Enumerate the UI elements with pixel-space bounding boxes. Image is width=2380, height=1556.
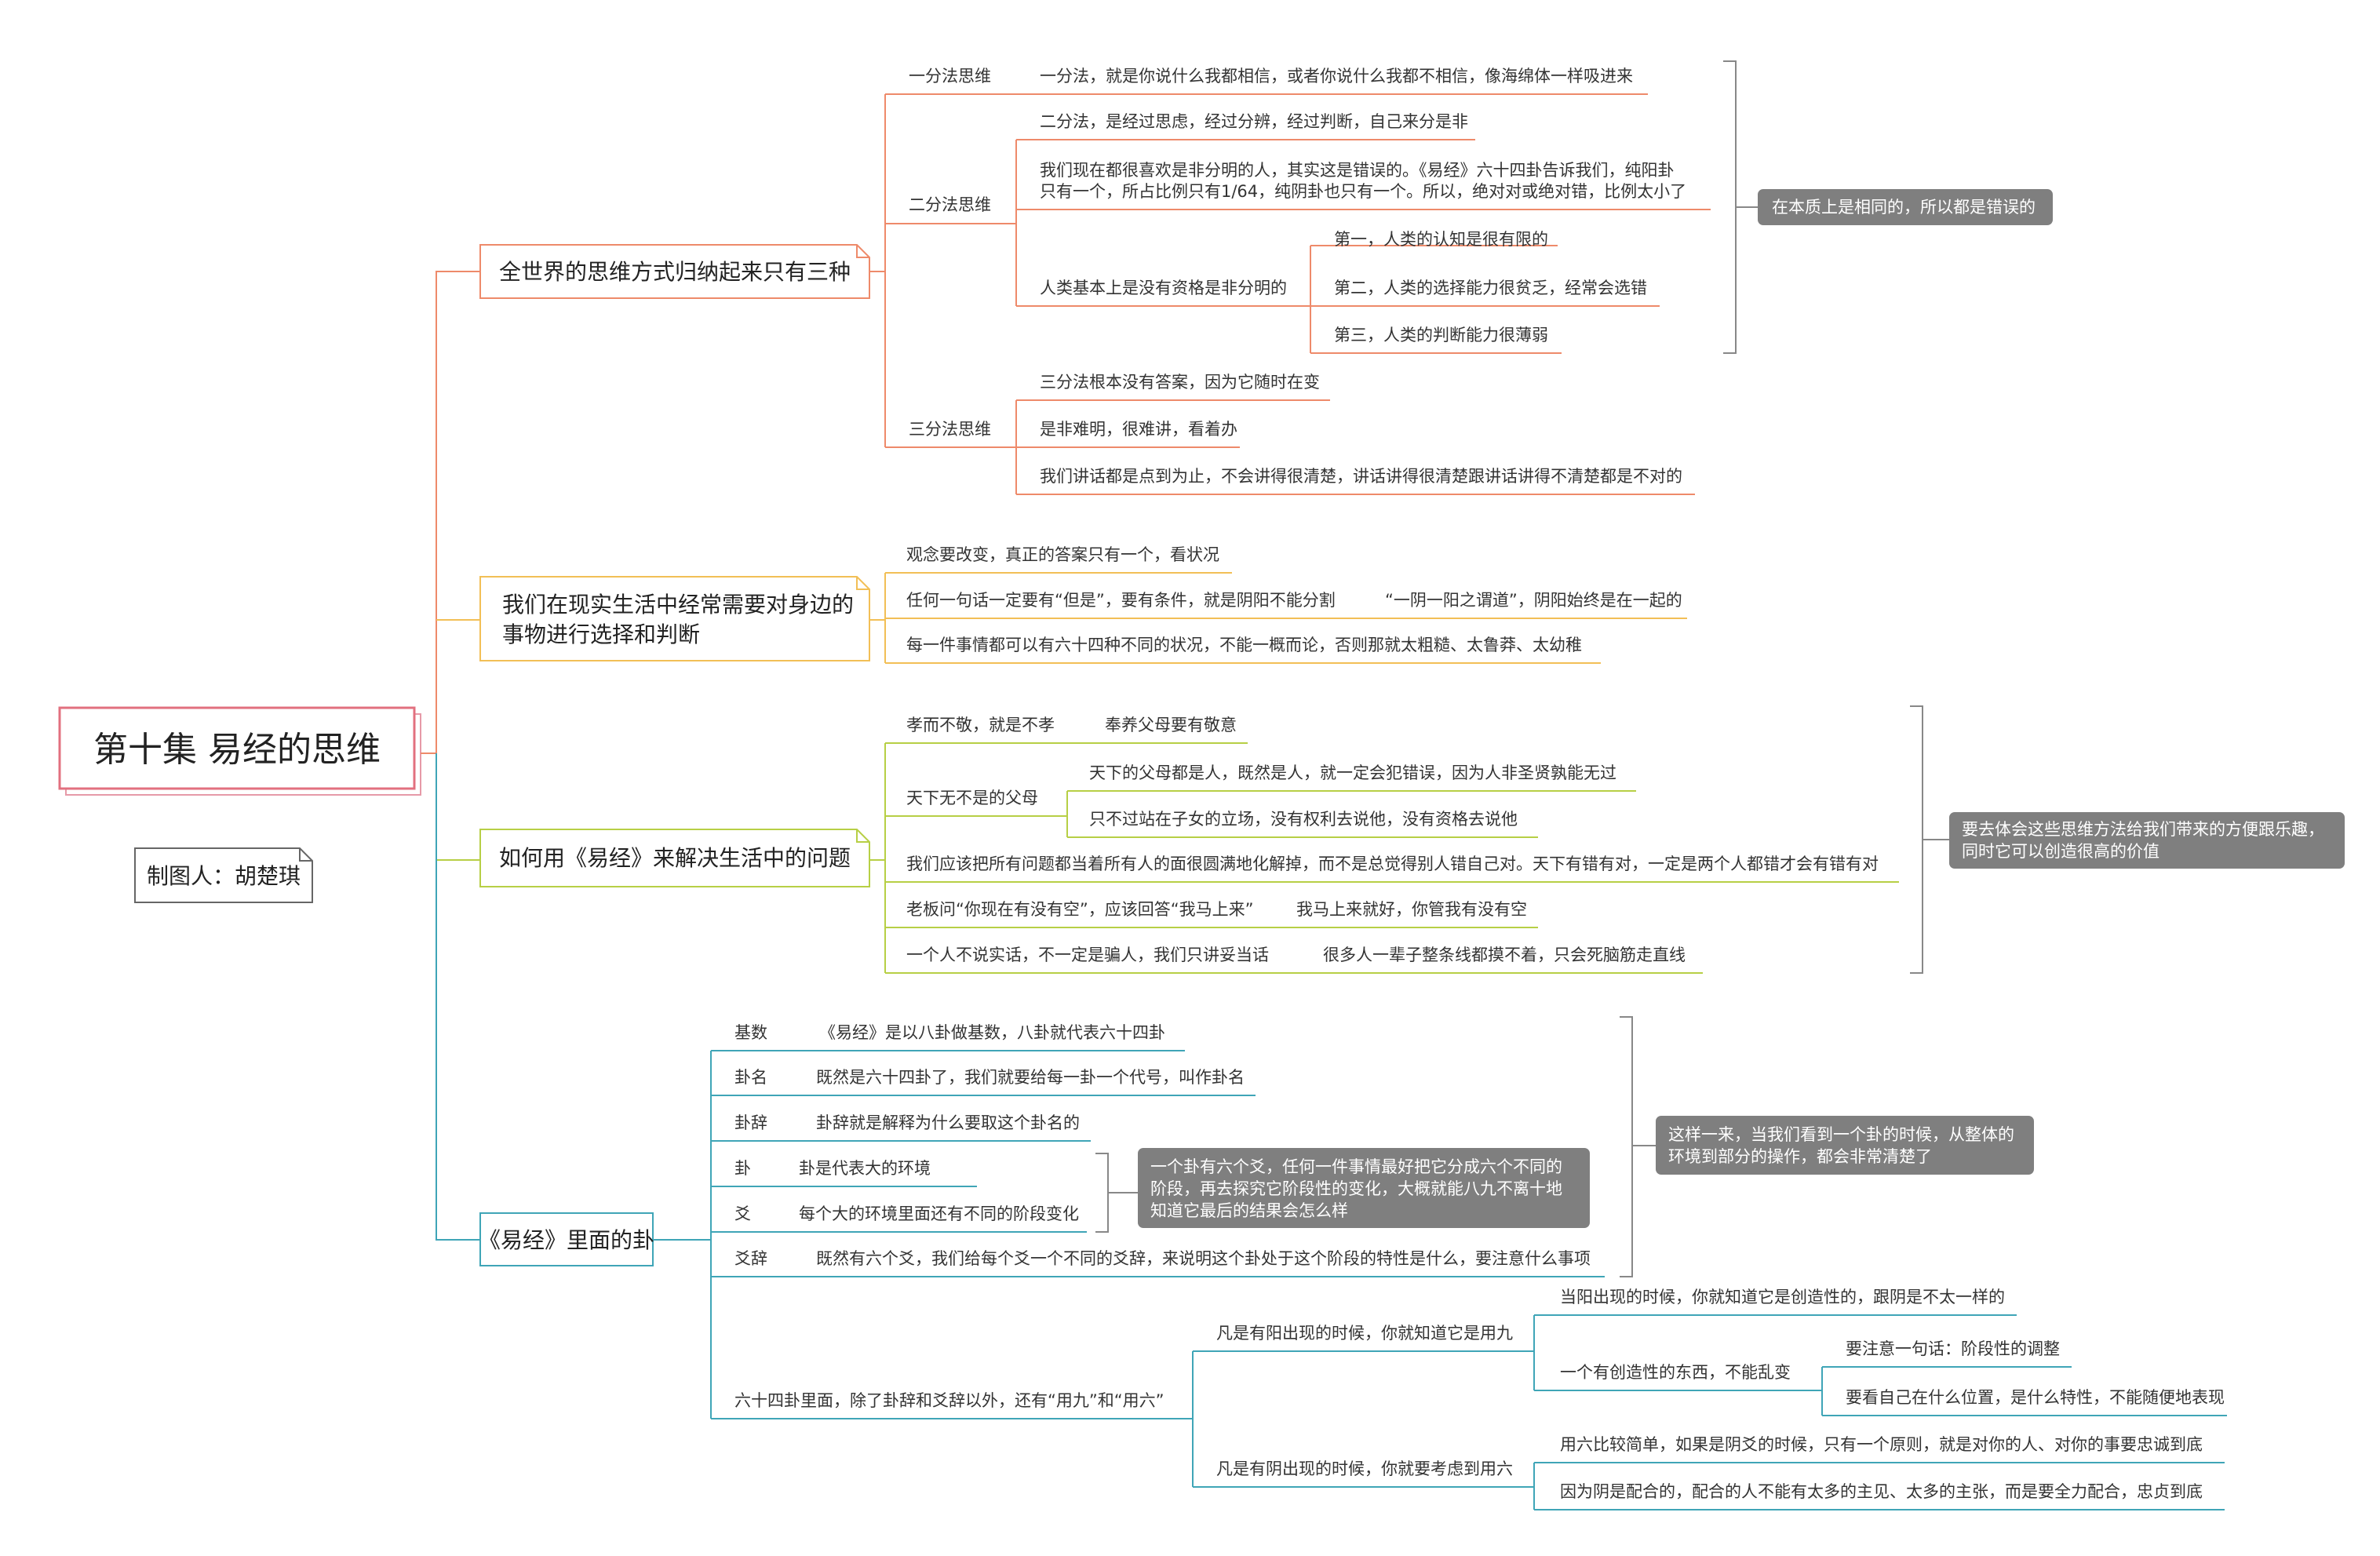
branch-2-item-2: 任何一句话一定要有“但是”，要有条件，就是阴阳不能分割: [906, 591, 1336, 610]
yongjiu-label: 六十四卦里面，除了卦辞和爻辞以外，还有“用九”和“用六”: [734, 1391, 1164, 1410]
gua-item-5-key: 爻: [734, 1204, 751, 1223]
two-method-desc1: 二分法，是经过思虑，经过分辨，经过判断，自己来分是非: [1040, 112, 1468, 131]
three-method-item-3: 我们讲话都是点到为止，不会讲得很清楚，讲话讲得很清楚跟讲话讲得不清楚都是不对的: [1040, 467, 1682, 486]
branch-1-summary: 在本质上是相同的，所以都是错误的: [1758, 189, 2053, 225]
three-method-label: 三分法思维: [909, 420, 991, 439]
author-node: 制图人：胡楚琪: [134, 847, 313, 903]
one-method-label: 一分法思维: [909, 67, 991, 86]
one-method-desc: 一分法，就是你说什么我都相信，或者你说什么我都不相信，像海绵体一样吸进来: [1040, 67, 1633, 86]
branch-2-sub: “一阴一阳之谓道”，阴阳始终是在一起的: [1385, 591, 1682, 610]
branch-1-label: 全世界的思维方式归纳起来只有三种: [499, 259, 851, 285]
yin-label: 凡是有阴出现的时候，你就要考虑到用六: [1216, 1459, 1513, 1478]
yao-summary-bracket: [1095, 1153, 1138, 1233]
branch-1-spine: [869, 94, 886, 447]
yang-child-1: 当阳出现的时候，你就知道它是创造性的，跟阴是不太一样的: [1560, 1288, 2005, 1306]
branch-3-item-connectors: [885, 742, 1899, 974]
boss-label: 老板问“你现在有没有空”，应该回答“我马上来”: [906, 900, 1254, 919]
two-method-point-1: 第一，人类的认知是很有限的: [1334, 230, 1548, 249]
branch-4-summary-bracket: [1620, 1016, 1656, 1277]
gua-item-3-key: 卦辞: [734, 1113, 767, 1132]
branch-2-item-1: 观念要改变，真正的答案只有一个，看状况: [906, 545, 1219, 564]
yang-child-2a: 要注意一句话：阶段性的调整: [1846, 1339, 2060, 1358]
gua-item-1-value: 《易经》是以八卦做基数，八卦就代表六十四卦: [819, 1023, 1165, 1042]
filial-child: 奉养父母要有敬意: [1105, 716, 1237, 734]
branch-2-node[interactable]: 我们在现实生活中经常需要对身边的 事物进行选择和判断: [479, 576, 870, 661]
three-method: 三分法思维 三分法根本没有答案，因为它随时在变 是非难明，很难讲，看着办 我们讲…: [909, 373, 1695, 495]
parents-child-2: 只不过站在子女的立场，没有权利去说他，没有资格去说他: [1089, 810, 1518, 829]
branch-3-spine: [869, 743, 886, 973]
branch-3-label: 如何用《易经》来解决生活中的问题: [499, 845, 851, 871]
two-method-point-3: 第三，人类的判断能力很薄弱: [1334, 326, 1548, 344]
yang-label: 凡是有阳出现的时候，你就知道它是用九: [1216, 1324, 1513, 1343]
branch-4-summary: 这样一来，当我们看到一个卦的时候，从整体的 环境到部分的操作，都会非常清楚了: [1656, 1116, 2034, 1175]
branch-4-label: 《易经》里面的卦: [479, 1227, 654, 1253]
gua-item-1-key: 基数: [734, 1023, 767, 1042]
two-method-label: 二分法思维: [909, 195, 991, 214]
gua-item-4-key: 卦: [734, 1159, 751, 1178]
gua-item-6-value: 既然有六个爻，我们给每个爻一个不同的爻辞，来说明这个卦处于这个阶段的特性是什么，…: [816, 1249, 1591, 1268]
gua-item-4-value: 卦是代表大的环境: [799, 1159, 931, 1178]
yongjiu-connectors: [1192, 1350, 1534, 1488]
branch-1-node[interactable]: 全世界的思维方式归纳起来只有三种: [479, 244, 870, 299]
branch-3-summary-line1: 要去体会这些思维方法给我们带来的方便跟乐趣，: [1962, 820, 2324, 839]
branch-2-item-connectors: [885, 572, 1687, 664]
gua-item-5-value: 每个大的环境里面还有不同的阶段变化: [799, 1204, 1079, 1223]
two-method-human: 人类基本上是没有资格是非分明的: [1040, 279, 1287, 297]
three-method-item-2: 是非难明，很难讲，看着办: [1040, 420, 1237, 439]
lie-label: 一个人不说实话，不一定是骗人，我们只讲妥当话: [906, 946, 1269, 964]
solve-text: 我们应该把所有问题都当着所有人的面很圆满地化解掉，而不是总觉得别人错自己对。天下…: [906, 855, 1879, 873]
branch-4-node[interactable]: 《易经》里面的卦: [479, 1212, 654, 1266]
one-method: 一分法思维 一分法，就是你说什么我都相信，或者你说什么我都不相信，像海绵体一样吸…: [909, 67, 1648, 95]
two-method-point-2: 第二，人类的选择能力很贫乏，经常会选错: [1334, 279, 1647, 297]
filial-label: 孝而不敬，就是不孝: [906, 716, 1055, 734]
branch-2-label-line1: 我们在现实生活中经常需要对身边的: [502, 592, 854, 618]
root-title: 第十集 易经的思维: [93, 730, 381, 770]
branch-3-summary-bracket: [1910, 705, 1949, 974]
branch-3-summary: 要去体会这些思维方法给我们带来的方便跟乐趣， 同时它可以创造很高的价值: [1949, 812, 2345, 869]
lie-child: 很多人一辈子整条线都摸不着，只会死脑筋走直线: [1323, 946, 1686, 964]
yang-child-2: 一个有创造性的东西，不能乱变: [1560, 1363, 1791, 1382]
parents-label: 天下无不是的父母: [906, 789, 1038, 807]
yao-summary-line2: 阶段，再去探究它阶段性的变化，大概就能八九不离十地: [1150, 1179, 1562, 1198]
gua-item-2-value: 既然是六十四卦了，我们就要给每一卦一个代号，叫作卦名: [816, 1068, 1245, 1087]
branch-1-summary-bracket: [1723, 60, 1758, 354]
branch-2-label-line2: 事物进行选择和判断: [502, 621, 700, 647]
yao-summary-line1: 一个卦有六个爻，任何一件事情最好把它分成六个不同的: [1150, 1157, 1562, 1176]
branch-1-summary-text: 在本质上是相同的，所以都是错误的: [1772, 198, 2036, 217]
yao-summary-line3: 知道它最后的结果会怎么样: [1150, 1201, 1348, 1220]
connector-root-b1: [421, 271, 480, 754]
branch-4-summary-line2: 环境到部分的操作，都会非常清楚了: [1668, 1147, 1932, 1166]
yao-summary: 一个卦有六个爻，任何一件事情最好把它分成六个不同的 阶段，再去探究它阶段性的变化…: [1138, 1148, 1590, 1228]
gua-item-3-value: 卦辞就是解释为什么要取这个卦名的: [816, 1113, 1080, 1132]
author-label: 制图人：胡楚琪: [147, 863, 301, 889]
branch-3-summary-line2: 同时它可以创造很高的价值: [1962, 842, 2159, 861]
branch-4-item-connectors: [711, 1050, 1605, 1419]
branch-2-item-3: 每一件事情都可以有六十四种不同的状况，不能一概而论，否则那就太粗糙、太鲁莽、太幼…: [906, 636, 1582, 654]
gua-item-2-key: 卦名: [734, 1068, 767, 1087]
two-method-desc2b: 只有一个，所占比例只有1/64，纯阴卦也只有一个。所以，绝对对或绝对错，比例太小…: [1040, 182, 1686, 201]
boss-child: 我马上来就好，你管我有没有空: [1296, 900, 1527, 919]
three-method-item-1: 三分法根本没有答案，因为它随时在变: [1040, 373, 1320, 392]
yang-child-2b: 要看自己在什么位置，是什么特性，不能随便地表现: [1846, 1388, 2225, 1407]
connector-root-b4: [436, 753, 480, 1241]
yin-child-2: 因为阴是配合的，配合的人不能有太多的主见、太多的主张，而是要全力配合，忠贞到底: [1560, 1482, 2203, 1501]
branch-4-spine: [653, 1051, 712, 1419]
branch-3-node[interactable]: 如何用《易经》来解决生活中的问题: [479, 829, 870, 887]
root-node[interactable]: 第十集 易经的思维: [58, 706, 421, 796]
parents-child-1: 天下的父母都是人，既然是人，就一定会犯错误，因为人非圣贤孰能无过: [1089, 763, 1616, 782]
branch-4-summary-line1: 这样一来，当我们看到一个卦的时候，从整体的: [1668, 1125, 2014, 1144]
branch-2-spine: [869, 573, 886, 663]
two-method: 二分法思维 二分法，是经过思虑，经过分辨，经过判断，自己来分是非 我们现在都很喜…: [909, 112, 1711, 354]
gua-item-6-key: 爻辞: [734, 1249, 767, 1268]
two-method-desc2a: 我们现在都很喜欢是非分明的人，其实这是错误的。《易经》六十四卦告诉我们，纯阳卦: [1040, 161, 1675, 180]
yin-child-1: 用六比较简单，如果是阴爻的时候，只有一个原则，就是对你的人、对你的事要忠诚到底: [1560, 1435, 2203, 1454]
branch-1-sub-connectors: [885, 93, 1016, 448]
